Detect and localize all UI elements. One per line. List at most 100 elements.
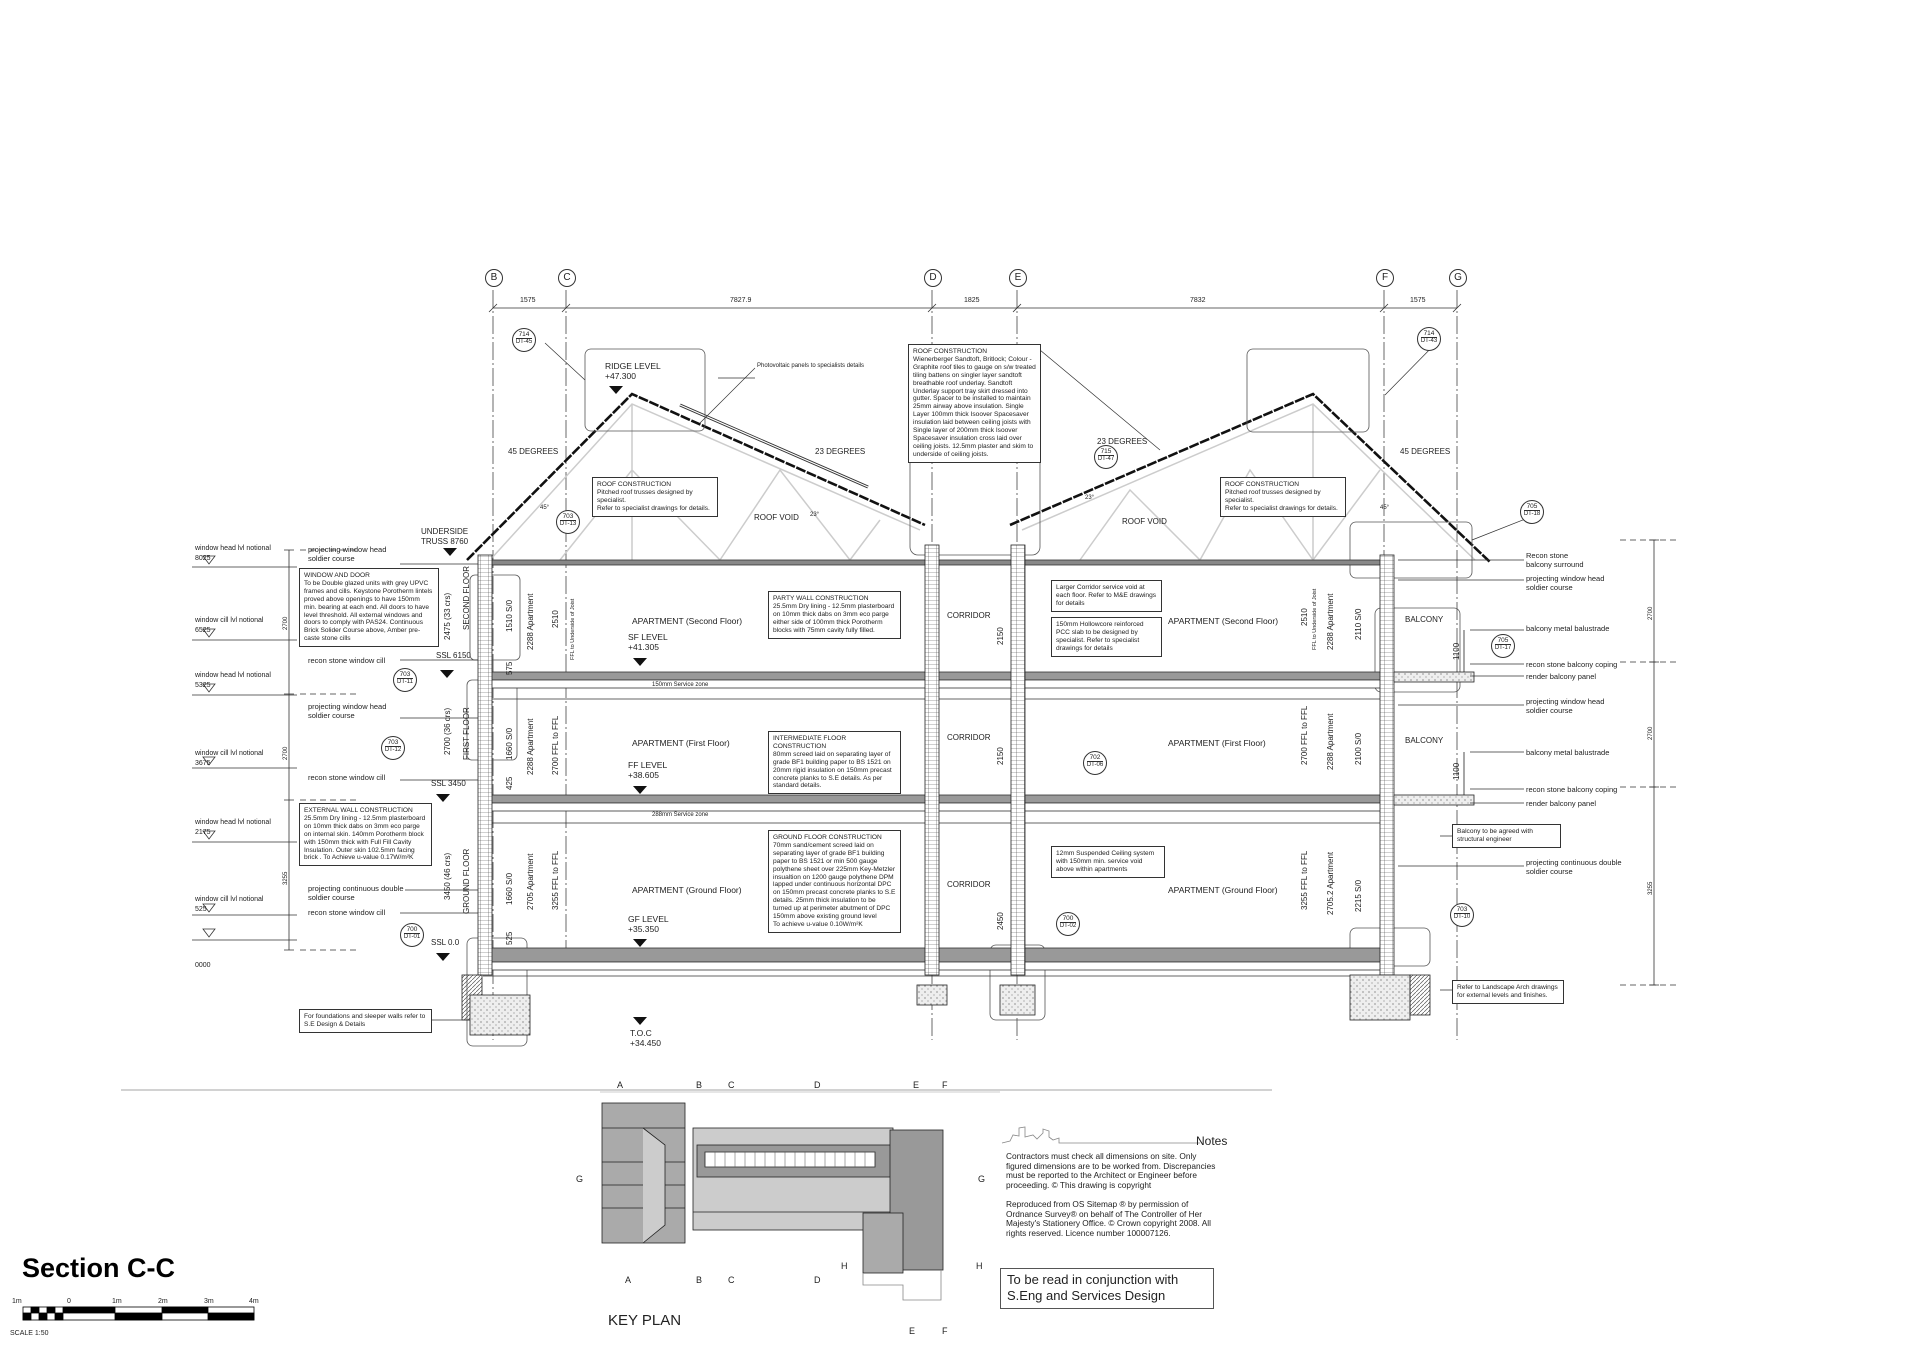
callout-sheet: DT-13 — [559, 521, 577, 528]
window-door-note: WINDOW AND DOOR To be Double glazed unit… — [299, 568, 439, 648]
grid-bubble-F: F — [1376, 269, 1394, 287]
roof-construction-note: ROOF CONSTRUCTION Wienerberger Sandtoft,… — [908, 344, 1041, 463]
intermediate-floor-note: INTERMEDIATE FLOOR CONSTRUCTION 80mm scr… — [768, 731, 901, 795]
key-plan-grid-marker: D — [814, 1080, 821, 1090]
sf-level: SF LEVEL +41.305 — [628, 632, 668, 653]
corridor-dimension: 2450 — [996, 912, 1005, 930]
inner-dimension: 2705 Apartment — [526, 853, 535, 910]
callout-sheet: DT-43 — [1420, 338, 1438, 345]
callout-sheet: DT-10 — [1453, 914, 1471, 921]
key-plan-section-marker: G — [978, 1174, 986, 1184]
level-label: window head lvl notional — [195, 545, 271, 552]
inner-dimension: 3255 FFL to FFL — [1300, 850, 1309, 910]
callout-number: 703 — [560, 513, 576, 522]
inner-dimension: 1100 — [1452, 642, 1461, 660]
level-label: window cill lvl notional — [195, 750, 264, 757]
callout-sheet: DT-47 — [1097, 456, 1115, 463]
key-plan-grid-marker: F — [942, 1326, 948, 1336]
grid-bubble-B: B — [485, 269, 503, 287]
outer-dimension: 2700 — [283, 616, 289, 630]
roof-angle-small: 23° — [810, 512, 820, 518]
roof-tiles — [466, 392, 1491, 563]
outer-dimension: 3255 — [283, 871, 289, 885]
scale-caption: SCALE 1:50 — [10, 1330, 49, 1337]
inner-dimension: 2700 FFL to FFL — [551, 715, 560, 775]
right-annotation: projecting window head soldier course — [1526, 697, 1605, 715]
inner-dimension: 2215 S/0 — [1354, 879, 1363, 912]
inner-dimension: 575 — [505, 661, 514, 675]
key-plan-grid-marker: E — [909, 1326, 916, 1336]
level-label: window head lvl notional — [195, 672, 271, 679]
right-annotation: projecting window head soldier course — [1526, 574, 1605, 592]
grid-bubble-D: D — [924, 269, 942, 287]
ssl-level: SSL 6150 — [436, 651, 471, 660]
roof-void: ROOF VOID — [754, 513, 799, 522]
callout-number: 700 — [1060, 915, 1076, 924]
room-label: APARTMENT (Second Floor) — [1168, 616, 1279, 626]
section-title: Section C-C — [22, 1253, 176, 1283]
level-value: 3675 — [195, 760, 211, 767]
hollowcore-note: 150mm Hollowcore reinforced PCC slab to … — [1051, 617, 1162, 657]
roof-angle: 45 DEGREES — [1400, 447, 1451, 456]
balcony-label: BALCONY — [1405, 615, 1444, 624]
inner-dimension: 2100 S/0 — [1354, 732, 1363, 765]
roof-angle-small: 45° — [540, 505, 550, 511]
grid-bubble-E: E — [1009, 269, 1027, 287]
level-label: window head lvl notional — [195, 819, 271, 826]
inner-dimension: 2705.2 Apartment — [1326, 851, 1335, 915]
key-plan-grid-marker: E — [913, 1080, 920, 1090]
corridor-dimension: 2150 — [996, 627, 1005, 645]
callout-number: 703 — [1454, 906, 1470, 915]
pv-label: Photovoltaic panels to specialists detai… — [757, 363, 865, 369]
notes-paragraph: Reproduced from OS Sitemap ® by permissi… — [1006, 1199, 1211, 1238]
skyline-logo — [1001, 1126, 1200, 1144]
callout-sheet: DT-12 — [384, 747, 402, 754]
right-annotation: render balcony panel — [1526, 672, 1597, 681]
ssl-level: SSL 3450 — [431, 779, 466, 788]
corridor-dimension: 2150 — [996, 747, 1005, 765]
external-wall-note: EXTERNAL WALL CONSTRUCTION 25.5mm Dry li… — [299, 803, 432, 867]
key-plan-title: KEY PLAN — [608, 1312, 682, 1329]
right-annotation: Recon stone balcony surround — [1526, 551, 1584, 569]
outer-dimension: 2700 — [283, 746, 289, 760]
level-value: 8025 — [195, 555, 211, 562]
inner-dimension: 425 — [505, 776, 514, 790]
callout-sheet: DT-02 — [1059, 923, 1077, 930]
room-label: APARTMENT (First Floor) — [1168, 738, 1266, 748]
inner-dimension: FFL to Underside of Joist — [570, 598, 576, 660]
room-label: APARTMENT (First Floor) — [632, 738, 730, 748]
scale-label: 1m — [12, 1298, 22, 1305]
roof-angle-small: 45° — [1380, 505, 1390, 511]
inner-dimension: 1660 S/0 — [505, 872, 514, 905]
service-zone: 288mm Service zone — [652, 812, 709, 818]
scale-label: 3m — [204, 1298, 214, 1305]
floor-label: FIRST FLOOR — [462, 707, 471, 760]
callout-number: 703 — [385, 739, 401, 748]
inner-dimension: 2700 FFL to FFL — [1300, 705, 1309, 765]
outer-dimension: 3255 — [1648, 881, 1654, 895]
grid-bubble-G: G — [1449, 269, 1467, 287]
inner-dimension: 2288 Apartment — [1326, 713, 1335, 770]
key-plan-grid-marker: C — [728, 1275, 735, 1285]
service-zone: 150mm Service zone — [652, 682, 709, 688]
corridor-void-note: Larger Corridor service void at each flo… — [1051, 580, 1162, 612]
grid-dimension: 1575 — [520, 297, 536, 304]
inner-dimension: 1510 S/0 — [505, 599, 514, 632]
callout-sheet: DT-18 — [1523, 511, 1541, 518]
grid-dimension: 1825 — [964, 297, 980, 304]
callout-number: 705 — [1524, 503, 1540, 512]
left-annotation: recon stone window cill — [308, 656, 386, 665]
ssl-level: UNDERSIDE TRUSS 8760 — [421, 527, 469, 546]
